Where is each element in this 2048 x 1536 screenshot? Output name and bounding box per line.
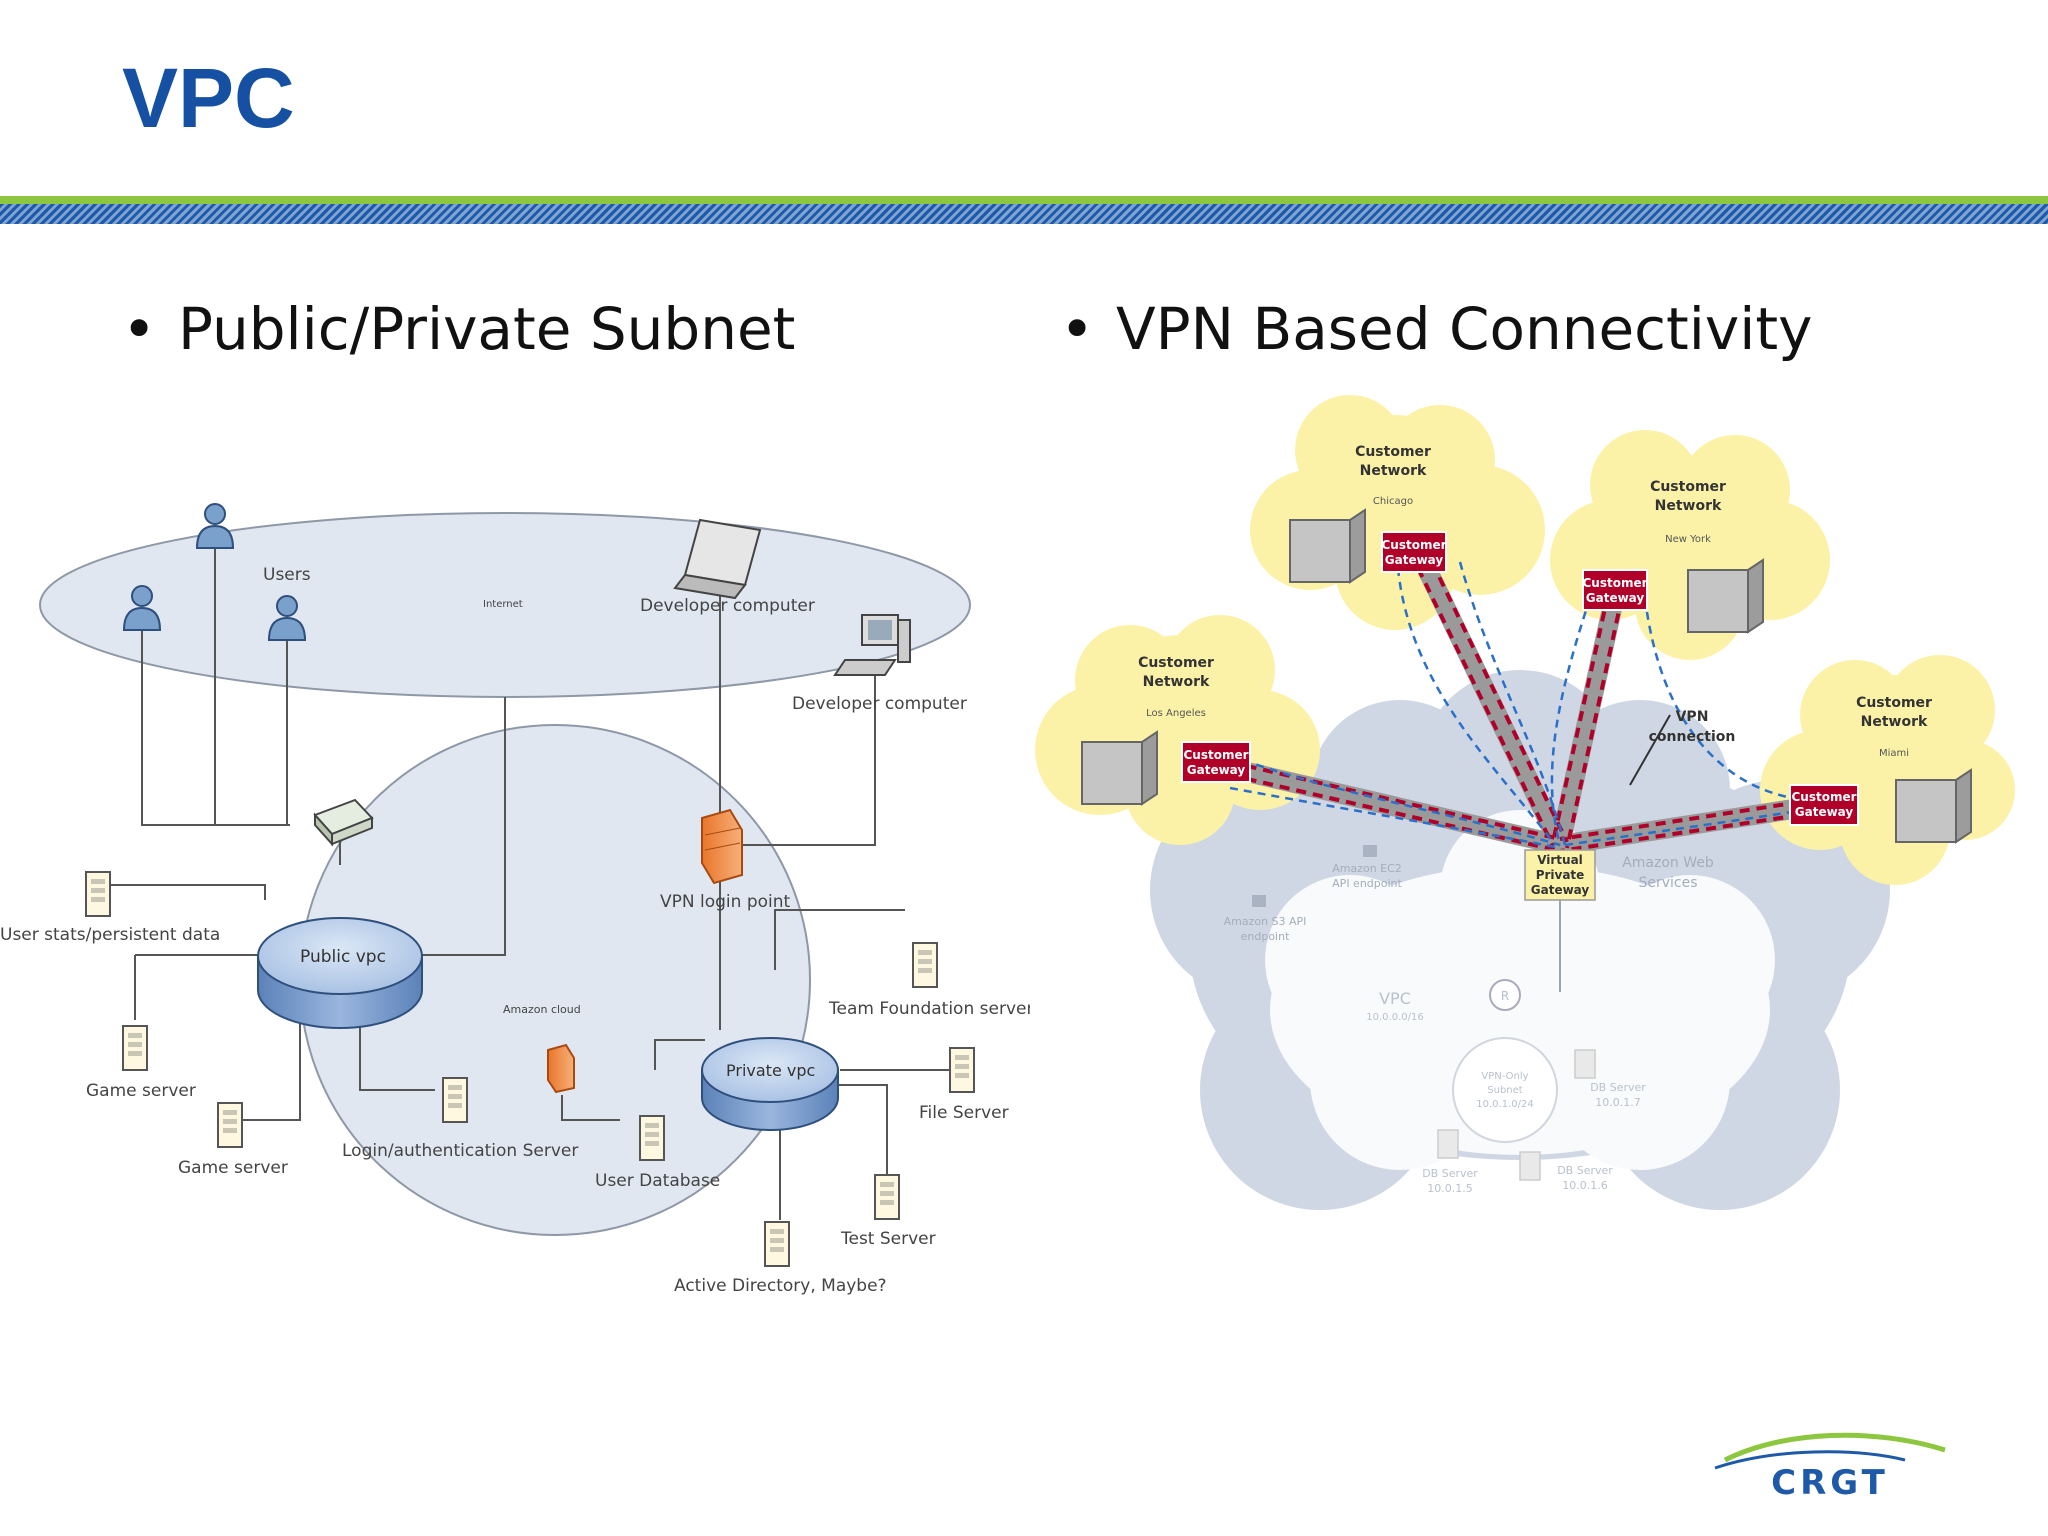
virtual-private-gateway [1524, 849, 1596, 901]
building-icon [1081, 730, 1158, 806]
active-directory-label: Active Directory, Maybe? [674, 1276, 887, 1296]
bullet-left: •Public/Private Subnet [122, 300, 795, 358]
public-private-subnet-diagram: Users Internet Developer computer Develo… [0, 503, 1030, 1296]
server-icon [912, 942, 938, 988]
vpn-only-subnet [1452, 1037, 1558, 1143]
s3-endpoint-icon [1252, 895, 1266, 907]
customer-gateway-miami [1789, 784, 1859, 826]
vpc-cloud-shape [1265, 810, 1775, 1170]
bullet-dot: • [122, 295, 157, 363]
network-city-los-angeles: Los Angeles [1146, 708, 1206, 719]
vpn-connection-pointer [1629, 714, 1671, 786]
router-icon [313, 798, 374, 847]
server-icon [217, 1102, 243, 1148]
desktop-computer-icon [833, 614, 911, 676]
internet-label: Internet [483, 599, 523, 610]
network-city-miami: Miami [1879, 748, 1909, 759]
connection-lines [98, 540, 950, 1220]
server-icon [764, 1221, 790, 1267]
dev-laptop-label: Developer computer [640, 596, 815, 616]
user-icon [196, 503, 234, 549]
public-vpc-label: Public vpc [300, 947, 386, 967]
firewall-icon [701, 808, 743, 885]
vpc-cidr-label: 10.0.0.0/16 [1366, 1012, 1423, 1023]
router-node [1489, 979, 1521, 1011]
bullet-right: •VPN Based Connectivity [1060, 300, 1812, 358]
header-band-green [0, 196, 2048, 204]
header-band-blue [0, 204, 2048, 224]
team-foundation-label: Team Foundation server [828, 999, 1030, 1019]
user-database-label: User Database [595, 1171, 720, 1191]
bullet-right-text: VPN Based Connectivity [1116, 295, 1813, 363]
customer-gateway-los-angeles [1181, 741, 1251, 783]
server-icon [122, 1025, 148, 1071]
firewall-icon [547, 1043, 575, 1094]
test-server-label: Test Server [840, 1229, 936, 1249]
db-server-icon [1574, 1049, 1596, 1079]
vpn-tunnels [1220, 555, 1810, 855]
bullet-dot: • [1060, 295, 1095, 363]
building-icon [1895, 768, 1972, 844]
cloud-chicago [1250, 395, 1545, 630]
server-icon [874, 1174, 900, 1220]
network-city-new-york: New York [1665, 534, 1711, 545]
router-label: R [1501, 989, 1509, 1003]
user-stats-label: User stats/persistent data [0, 925, 220, 945]
amazon-cloud-label: Amazon cloud [503, 1003, 581, 1016]
server-icon [85, 871, 111, 917]
private-vpc-node [701, 1037, 839, 1131]
server-icon [442, 1077, 468, 1123]
vpc-label: VPC [1379, 989, 1411, 1008]
logo-text: CRGT [1771, 1463, 1889, 1503]
building-icon [1687, 558, 1764, 634]
vpn-login-label: VPN login point [660, 892, 791, 912]
customer-gateway-new-york [1582, 569, 1648, 611]
login-server-label: Login/authentication Server [342, 1141, 578, 1161]
crgt-logo: CRGT [1714, 1432, 1946, 1503]
server-icon [639, 1115, 665, 1161]
db-server-icon [1437, 1129, 1459, 1159]
network-city-chicago: Chicago [1373, 496, 1413, 507]
public-vpc-node [257, 917, 423, 1029]
db-server-icon [1519, 1151, 1541, 1181]
building-icon [1289, 508, 1366, 584]
game-server-1-label: Game server [86, 1081, 196, 1101]
ec2-endpoint-icon [1363, 845, 1377, 857]
customer-gateway-chicago [1381, 531, 1447, 573]
users-label: Users [263, 565, 311, 585]
bullet-left-text: Public/Private Subnet [178, 295, 796, 363]
game-server-2-label: Game server [178, 1158, 288, 1178]
slide-title: VPC [122, 51, 295, 145]
laptop-icon [673, 518, 762, 600]
dev-desktop-label: Developer computer [792, 694, 967, 714]
private-vpc-label: Private vpc [726, 1061, 815, 1080]
file-server-label: File Server [919, 1103, 1009, 1123]
server-icon [949, 1047, 975, 1093]
